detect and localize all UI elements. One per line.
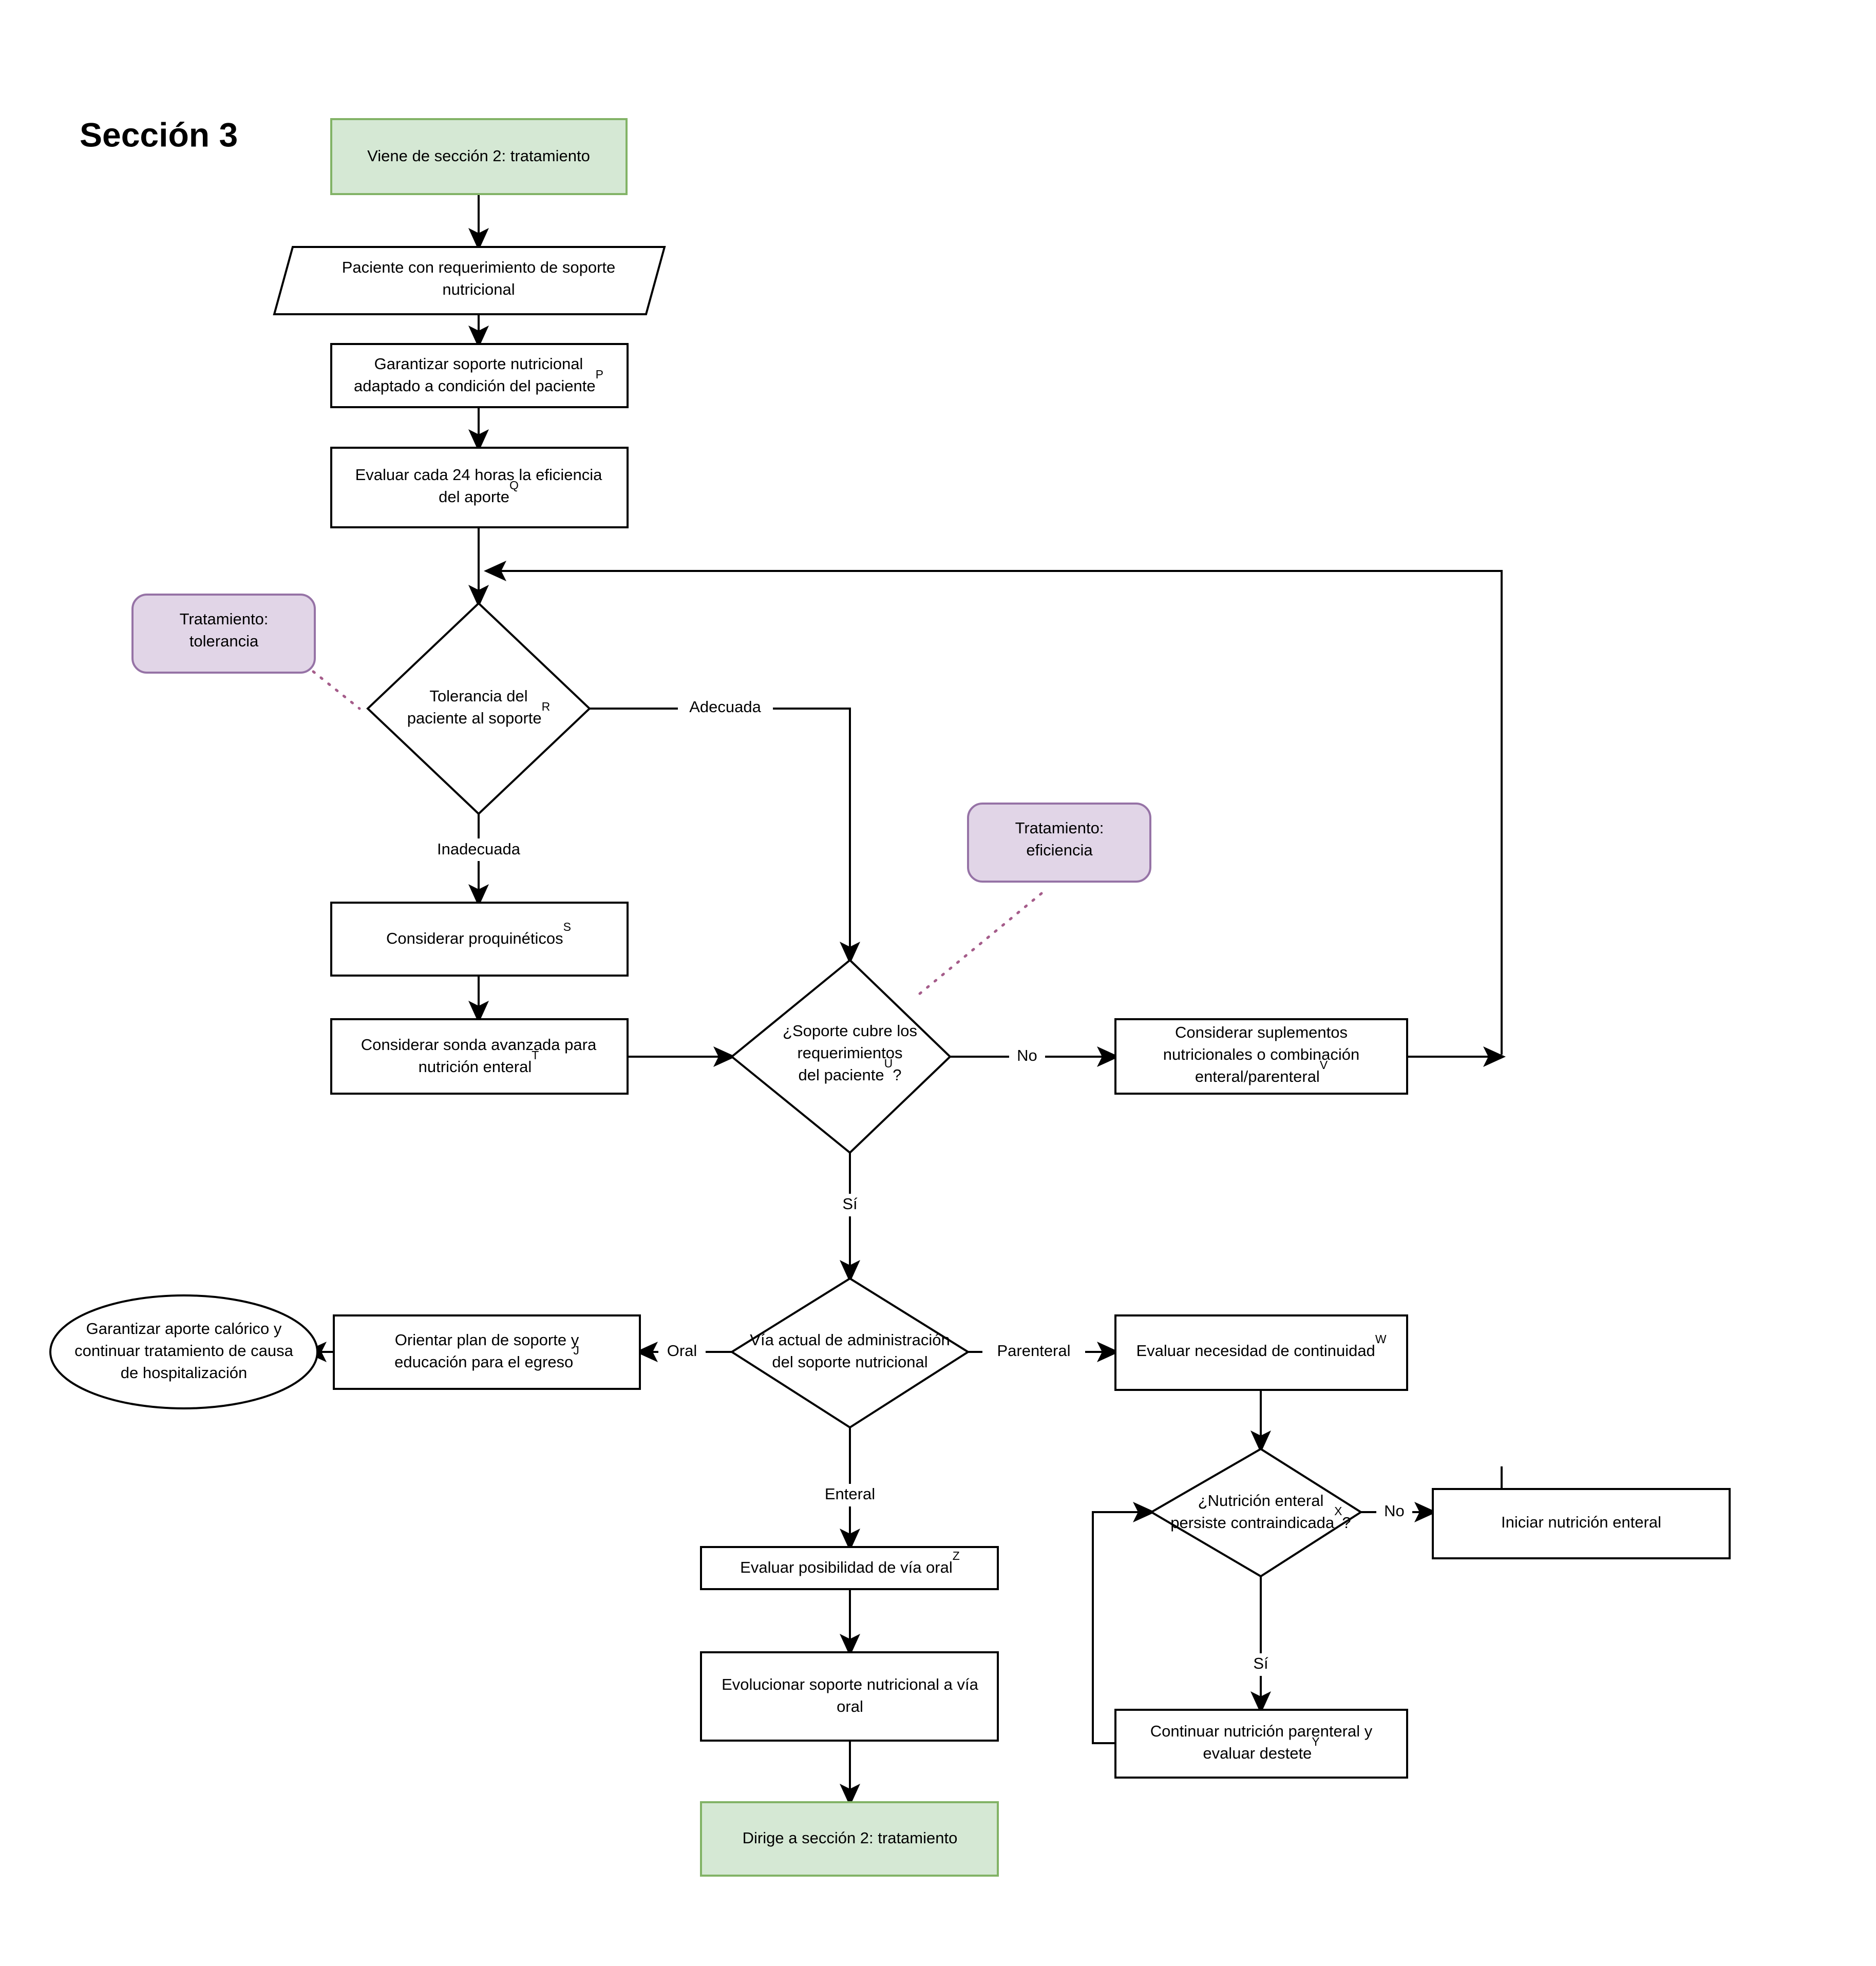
start-terminator[interactable] [330, 118, 628, 195]
end-ellipse-line2: continuar tratamiento de causa [74, 1342, 293, 1360]
iniciar-enteral-label: Iniciar nutrición enteral [1501, 1513, 1661, 1531]
v-box-line1: Considerar suplementos [1175, 1023, 1348, 1041]
edge-r-adecuada [590, 708, 860, 964]
end-ellipse-line1: Garantizar aporte calórico y [86, 1320, 282, 1338]
u-decision-line2: requerimientos [797, 1044, 902, 1062]
note-tratamiento-eficiencia[interactable] [967, 803, 1151, 883]
via-decision-line2: del soporte nutricional [772, 1353, 927, 1371]
edge-label-enteral: Enteral [825, 1485, 875, 1503]
edge-y-loop-back [1092, 1502, 1155, 1744]
v-box-line2: nutricionales o combinación [1163, 1045, 1360, 1063]
note-tratamiento-tolerancia[interactable] [131, 594, 316, 674]
edge-label-inadecuada: Inadecuada [437, 840, 521, 858]
process-iniciar-nutricion-enteral[interactable] [1432, 1488, 1731, 1559]
edge-label-si-x-bg [1243, 1653, 1279, 1676]
edge-label-si-x: Sí [1253, 1654, 1268, 1672]
process-garantizar-soporte[interactable] [330, 343, 629, 408]
edge-label-no-x: No [1384, 1502, 1405, 1520]
edge-label-adecuada: Adecuada [689, 698, 761, 716]
edge-label-parenteral-bg [982, 1341, 1085, 1363]
j-box-line2: educación para el egresoJ [394, 1344, 579, 1371]
edge-note-tolerancia-link [312, 670, 361, 710]
w-box-label: Evaluar necesidad de continuidadW [1136, 1332, 1386, 1360]
edge-label-enteral-bg [814, 1484, 888, 1506]
edge-label-oral: Oral [667, 1342, 697, 1360]
process-continuar-nutricion-parenteral[interactable] [1114, 1709, 1408, 1779]
process-evaluar-posibilidad-via-oral[interactable] [700, 1546, 999, 1590]
decision-tolerancia-paciente[interactable] [366, 602, 591, 815]
note-tolerancia-line1: Tratamiento: [180, 610, 269, 628]
end-terminator[interactable] [700, 1801, 999, 1877]
input-parallelogram[interactable] [273, 246, 666, 315]
process-evaluar-necesidad-continuidad[interactable] [1114, 1314, 1408, 1391]
via-decision-line1: Vía actual de administración [750, 1331, 950, 1349]
note-eficiencia-line2: eficiencia [1026, 841, 1093, 859]
q-box-label-line2: del aporteQ [439, 479, 519, 506]
decision-via-actual-administracion[interactable] [730, 1277, 970, 1429]
decision-nutricion-enteral-contraindicada[interactable] [1149, 1447, 1363, 1578]
edge-label-parenteral: Parenteral [997, 1342, 1070, 1360]
page-title: Sección 3 [80, 116, 238, 154]
u-decision-line1: ¿Soporte cubre los [783, 1022, 917, 1040]
edge-label-no-u: No [1017, 1046, 1037, 1064]
x-decision-line2: persiste contraindicadaX? [1170, 1504, 1351, 1532]
process-considerar-proquineticos[interactable] [330, 902, 629, 977]
process-sonda-avanzada[interactable] [330, 1018, 629, 1095]
edge-feedback-loop [484, 561, 1503, 1055]
y-box-line2: evaluar desteteY [1203, 1735, 1319, 1762]
process-evaluar-24-horas[interactable] [330, 447, 629, 528]
u-decision-line3: del pacienteU? [798, 1057, 901, 1084]
edge-label-adecuada-bg [678, 696, 773, 719]
p-box-label-line1: Garantizar soporte nutricional [374, 355, 583, 373]
s-box-label: Considerar proquinéticosS [386, 920, 571, 947]
p-box-label-line2: adaptado a condición del pacienteP [354, 368, 603, 395]
edge-note-eficiencia-link [918, 892, 1043, 996]
r-decision-line1: Tolerancia del [429, 687, 527, 705]
terminal-garantizar-aporte-calorico[interactable] [49, 1294, 318, 1409]
process-evolucionar-soporte-via-oral[interactable] [700, 1651, 999, 1742]
process-considerar-suplementos[interactable] [1114, 1018, 1408, 1095]
y-box-line1: Continuar nutrición parenteral y [1150, 1722, 1373, 1740]
x-decision-line1: ¿Nutrición enteral [1198, 1492, 1324, 1510]
note-tolerancia-line2: tolerancia [190, 632, 259, 650]
r-decision-line2: paciente al soporteR [407, 700, 551, 727]
end-terminator-label: Dirige a sección 2: tratamiento [743, 1829, 958, 1847]
j-box-line1: Orientar plan de soporte y [395, 1331, 579, 1349]
evolucionar-line1: Evolucionar soporte nutricional a vía [722, 1675, 978, 1693]
t-box-label-line1: Considerar sonda avanzada para [361, 1036, 597, 1054]
decision-soporte-cubre-requerimientos[interactable] [730, 959, 952, 1154]
input-label-line1: Paciente con requerimiento de soporte [342, 258, 616, 276]
edge-label-si-u: Sí [842, 1195, 858, 1213]
note-eficiencia-line1: Tratamiento: [1015, 819, 1104, 837]
z-box-label: Evaluar posibilidad de vía oralZ [740, 1549, 960, 1576]
t-box-label-line2: nutrición enteralT [419, 1048, 539, 1076]
edge-label-no-x-bg [1376, 1501, 1412, 1523]
start-terminator-label: Viene de sección 2: tratamiento [367, 147, 590, 165]
end-ellipse-line3: de hospitalización [121, 1364, 247, 1382]
edge-label-no-u-bg [1009, 1045, 1045, 1068]
evolucionar-line2: oral [837, 1697, 863, 1715]
edge-label-inadecuada-bg [424, 838, 533, 861]
edge-label-oral-bg [658, 1341, 706, 1363]
v-box-line3: enteral/parenteralV [1195, 1058, 1328, 1085]
q-box-label-line1: Evaluar cada 24 horas la eficiencia [355, 466, 603, 484]
edge-label-si-u-bg [832, 1194, 868, 1216]
input-label-line2: nutricional [442, 280, 515, 298]
process-orientar-plan-soporte[interactable] [333, 1314, 641, 1390]
